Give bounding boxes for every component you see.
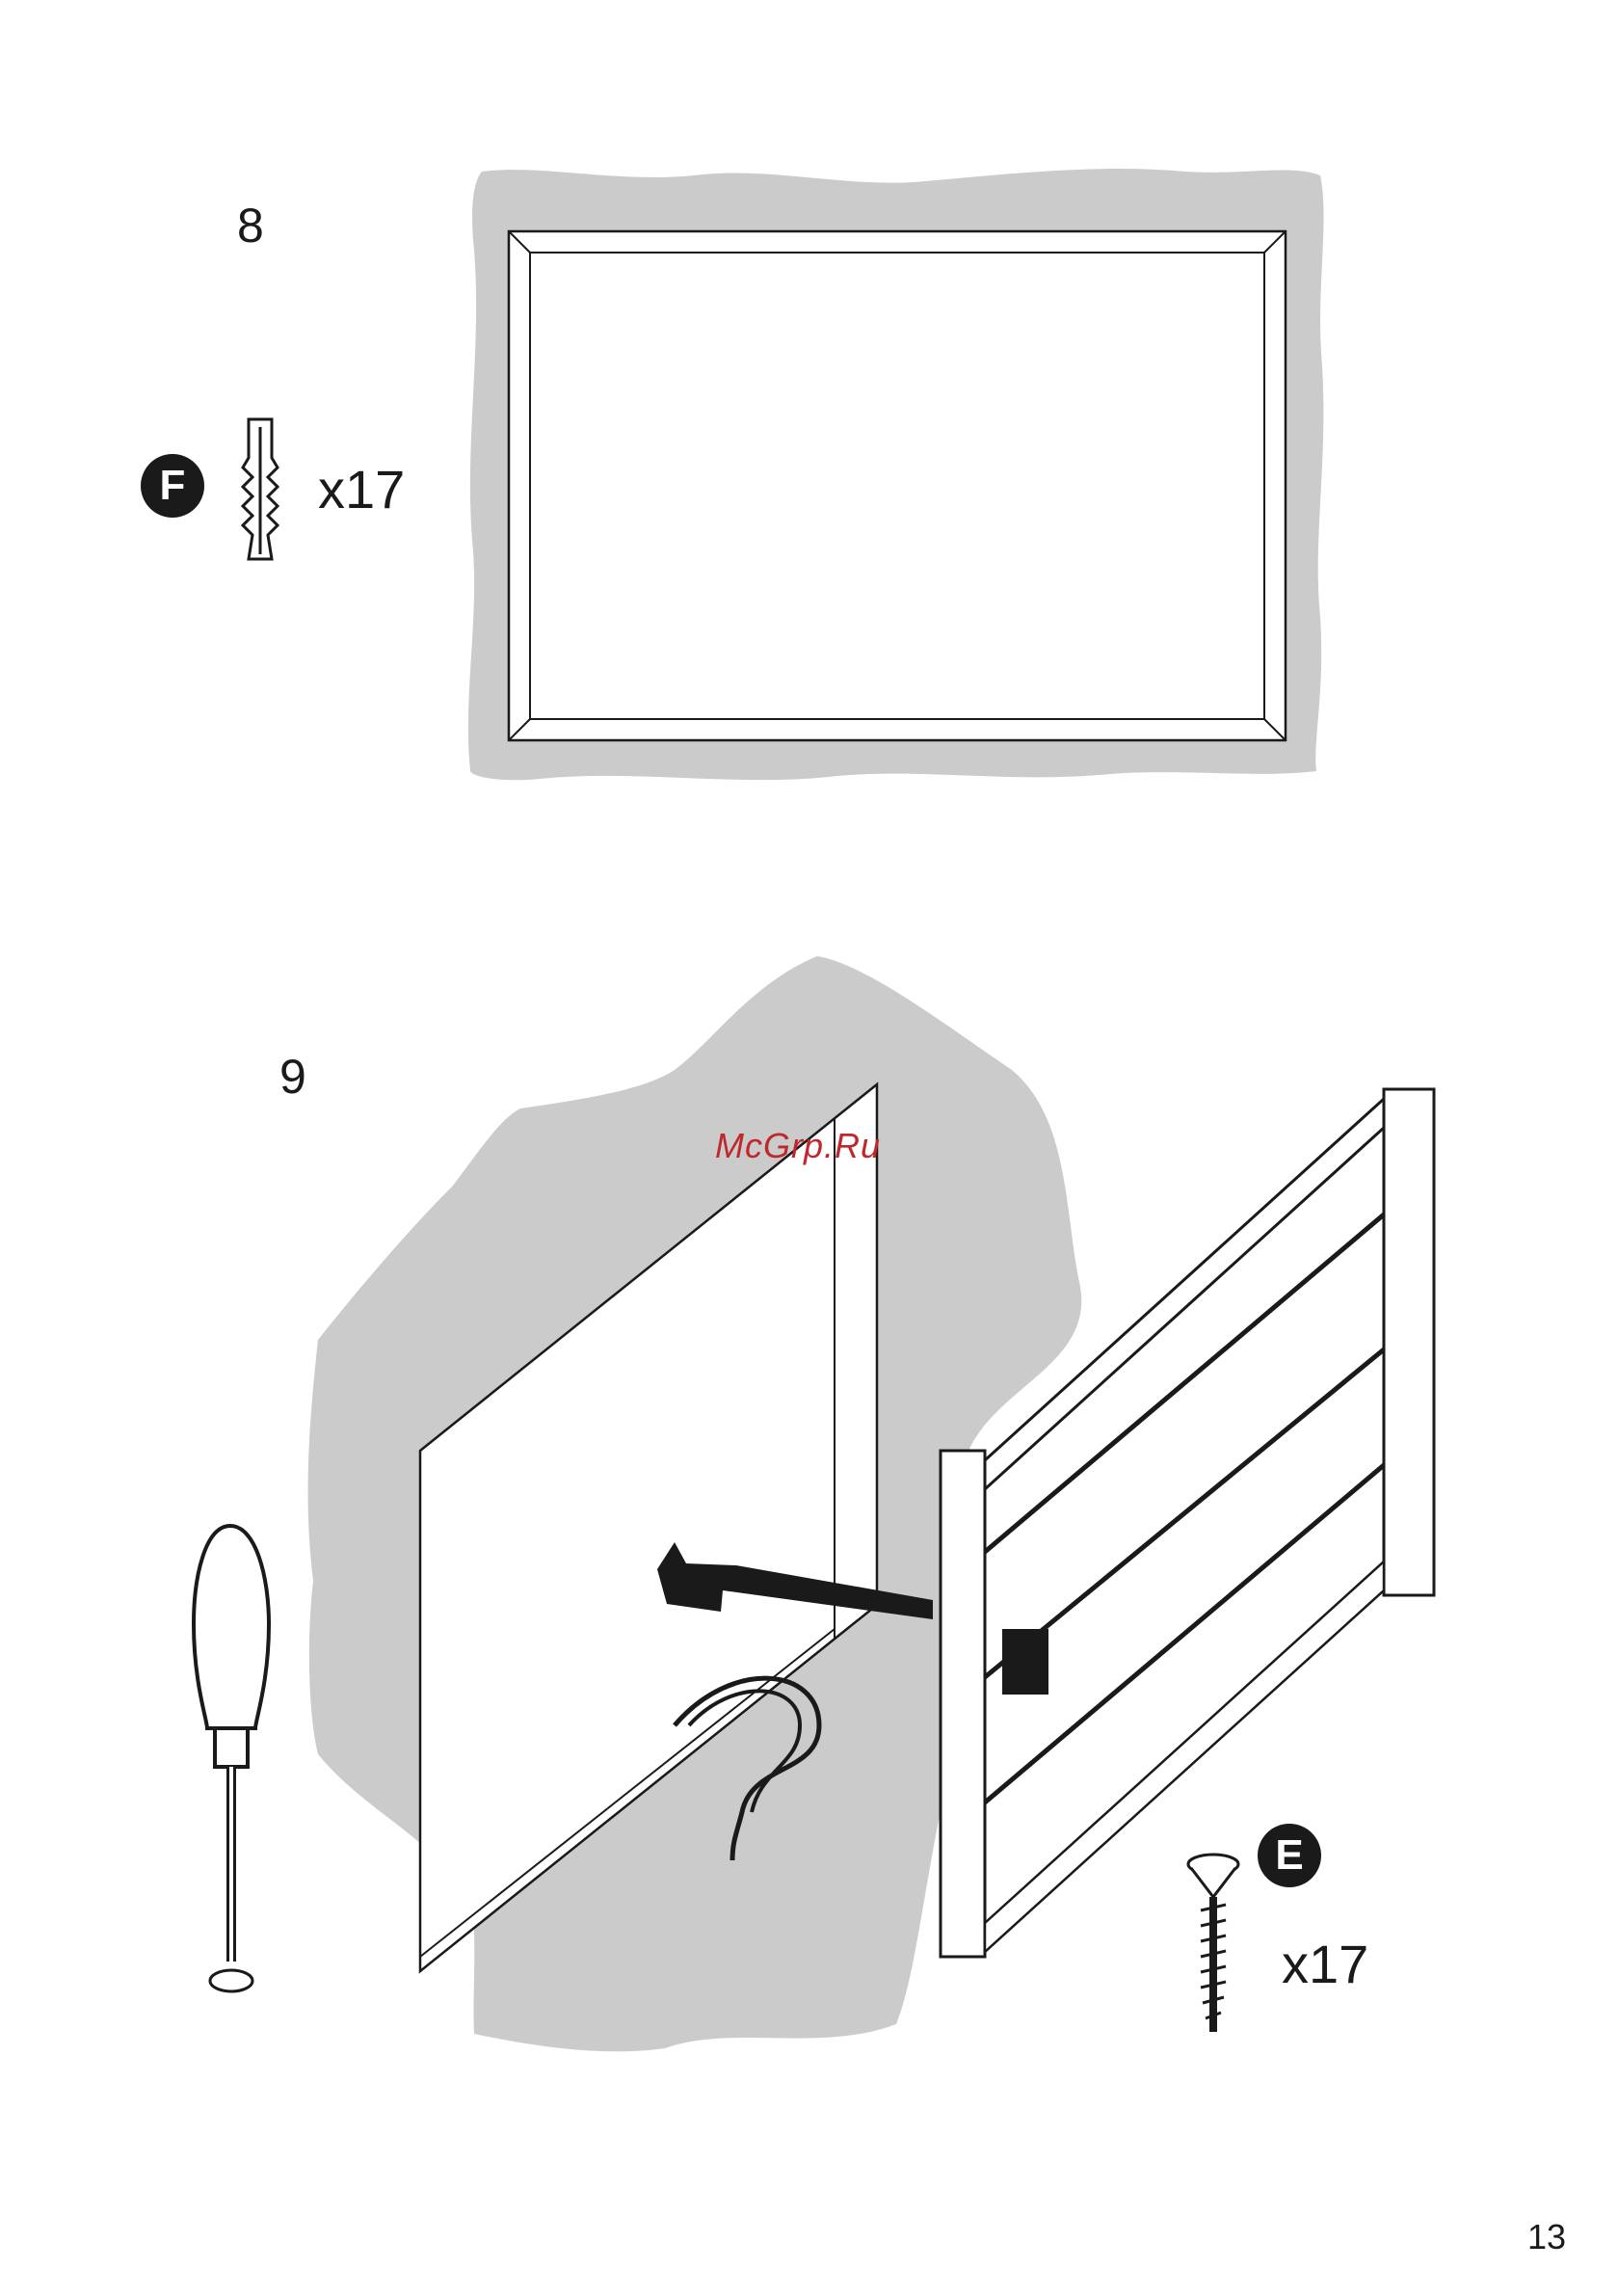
step-9-wall-diagram bbox=[308, 956, 1434, 2051]
step-8-number: 8 bbox=[237, 198, 264, 254]
part-e-badge: E bbox=[1258, 1824, 1321, 1887]
wall-plug-icon bbox=[237, 410, 283, 569]
page-number: 13 bbox=[1527, 2217, 1566, 2257]
screwdriver-icon bbox=[188, 1518, 275, 2000]
watermark-text: McGrp.Ru bbox=[715, 1126, 881, 1166]
part-f-quantity: x17 bbox=[318, 458, 405, 521]
step-9-number: 9 bbox=[279, 1049, 306, 1105]
screw-icon bbox=[1183, 1849, 1243, 2037]
part-f-badge: F bbox=[141, 454, 204, 518]
part-e-quantity: x17 bbox=[1282, 1933, 1368, 1995]
step-8-wall-diagram bbox=[468, 169, 1324, 780]
